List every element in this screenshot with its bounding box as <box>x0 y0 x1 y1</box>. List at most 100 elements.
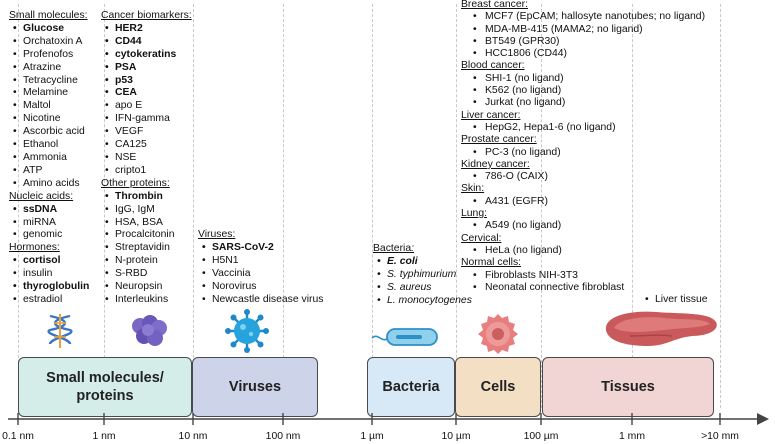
list-item: 786-O (CAIX) <box>461 171 705 184</box>
list-item: HER2 <box>101 23 192 36</box>
cell-group-heading: Prostate cancer: <box>461 134 537 146</box>
tissues-label: Tissues <box>601 379 655 395</box>
gridline <box>372 4 373 408</box>
list-item: Melamine <box>9 87 89 100</box>
viruses-list: SARS-CoV-2H5N1VacciniaNorovirusNewcastle… <box>198 242 323 307</box>
proteins-column: Cancer biomarkers: HER2CD44cytokeratinsP… <box>101 10 192 307</box>
size-axis <box>8 413 769 425</box>
cancer-biomarkers-heading: Cancer biomarkers: <box>101 10 192 21</box>
list-item: estradiol <box>9 294 89 307</box>
list-item: HCC1806 (CD44) <box>461 48 705 61</box>
list-item: Maltol <box>9 100 89 113</box>
list-item: Jurkat (no ligand) <box>461 97 705 110</box>
list-item: Ethanol <box>9 139 89 152</box>
cell-group-heading: Blood cancer: <box>461 60 525 72</box>
axis-tick-label: 1 nm <box>92 431 116 442</box>
hormones-heading: Hormones: <box>9 242 60 254</box>
list-item: MDA-MB-415 (MAMA2; no ligand) <box>461 24 705 37</box>
other-proteins-list: ThrombinIgG, IgMHSA, BSAProcalcitoninStr… <box>101 191 192 307</box>
cells-column: Breast cancer:MCF7 (EpCAM; hallosyte nan… <box>461 0 705 294</box>
list-item: Atrazine <box>9 62 89 75</box>
list-item: VEGF <box>101 126 192 139</box>
list-item: Orchatoxin A <box>9 36 89 49</box>
list-item: NSE <box>101 152 192 165</box>
gridline <box>193 4 194 408</box>
cell-group-heading: Cervical: <box>461 232 502 244</box>
viruses-label: Viruses <box>228 379 282 395</box>
list-item: Nicotine <box>9 113 89 126</box>
list-item: Interleukins <box>101 294 192 307</box>
nucleic-acids-list: ssDNAmiRNAgenomic <box>9 204 89 243</box>
list-item: S-RBD <box>101 268 192 281</box>
bacteria-label: Bacteria <box>382 379 440 395</box>
small-molecules-proteins-label-line2: proteins <box>76 388 134 404</box>
list-item: SHI-1 (no ligand) <box>461 73 705 86</box>
gridline <box>283 4 284 408</box>
list-item: cripto1 <box>101 165 192 178</box>
viruses-heading: Viruses: <box>198 229 236 240</box>
bacteria-heading: Bacteria: <box>373 243 415 254</box>
small-molecules-proteins-label-line1: Small molecules/ <box>46 370 164 386</box>
nucleic-acids-heading: Nucleic acids: <box>9 190 74 202</box>
bacteria-column: Bacteria: E. coliS. typhimuriumS. aureus… <box>373 243 472 308</box>
list-item: Neonatal connective fibroblast <box>461 282 705 295</box>
list-item: Profenofos <box>9 49 89 62</box>
protein-icon <box>132 315 167 346</box>
list-item: CEA <box>101 87 192 100</box>
list-item: Streptavidin <box>101 242 192 255</box>
axis-tick-label: 10 nm <box>178 431 208 442</box>
axis-tick-label: 100 nm <box>265 431 301 442</box>
cells-label: Cells <box>480 379 516 395</box>
list-item: cytokeratins <box>101 49 192 62</box>
gridline <box>456 4 457 408</box>
list-item: apo E <box>101 100 192 113</box>
small-molecules-column: Small molecules: GlucoseOrchatoxin AProf… <box>9 10 89 307</box>
viruses-column: Viruses: SARS-CoV-2H5N1VacciniaNorovirus… <box>198 229 323 306</box>
hormones-list: cortisolinsulinthyroglobulinestradiol <box>9 255 89 307</box>
list-item: CD44 <box>101 36 192 49</box>
list-item: Norovirus <box>198 281 323 294</box>
list-item: Glucose <box>9 23 89 36</box>
small-molecules-proteins-box: Small molecules/ proteins <box>18 357 192 417</box>
bacterium-icon <box>371 328 438 346</box>
list-item: Newcastle disease virus <box>198 294 323 307</box>
list-item: Procalcitonin <box>101 229 192 242</box>
virus-icon <box>225 309 269 353</box>
axis-tick-label: 100 µm <box>523 431 559 442</box>
cell-group-heading: Normal cells: <box>461 257 522 269</box>
list-item: BT549 (GPR30) <box>461 36 705 49</box>
list-item: Neuropsin <box>101 281 192 294</box>
list-item: PC-3 (no ligand) <box>461 147 705 160</box>
cancer-biomarkers-list: HER2CD44cytokeratinsPSAp53CEAapo EIFN-ga… <box>101 23 192 178</box>
list-item: S. aureus <box>373 282 472 295</box>
cell-group-heading: Lung: <box>461 208 488 220</box>
small-molecules-list: GlucoseOrchatoxin AProfenofosAtrazineTet… <box>9 23 89 191</box>
list-item: S. typhimurium <box>373 269 472 282</box>
list-item: Vaccinia <box>198 268 323 281</box>
list-item: CA125 <box>101 139 192 152</box>
list-item: thyroglobulin <box>9 281 89 294</box>
cell-group-heading: Liver cancer: <box>461 109 521 121</box>
cell-group-heading: Breast cancer: <box>461 0 528 10</box>
cell-icon <box>478 314 518 354</box>
list-item: A431 (EGFR) <box>461 196 705 209</box>
list-item: Fibroblasts NIH-3T3 <box>461 270 705 283</box>
list-item: Amino acids <box>9 178 89 191</box>
gridline <box>720 4 721 408</box>
bacteria-list: E. coliS. typhimuriumS. aureusL. monocyt… <box>373 256 472 308</box>
other-proteins-heading: Other proteins: <box>101 177 170 189</box>
list-item: L. monocytogenes <box>373 295 472 308</box>
cell-group-heading: Skin: <box>461 183 485 195</box>
list-item: E. coli <box>373 256 472 269</box>
list-item: N-protein <box>101 255 192 268</box>
list-item: cortisol <box>9 255 89 268</box>
list-item: miRNA <box>9 217 89 230</box>
list-item: SARS-CoV-2 <box>198 242 323 255</box>
list-item: MCF7 (EpCAM; hallosyte nanotubes; no lig… <box>461 11 705 24</box>
bacteria-box: Bacteria <box>367 357 455 417</box>
small-molecules-heading: Small molecules: <box>9 10 88 21</box>
viruses-box: Viruses <box>192 357 318 417</box>
axis-tick-label: 10 µm <box>441 431 471 442</box>
list-item: IFN-gamma <box>101 113 192 126</box>
